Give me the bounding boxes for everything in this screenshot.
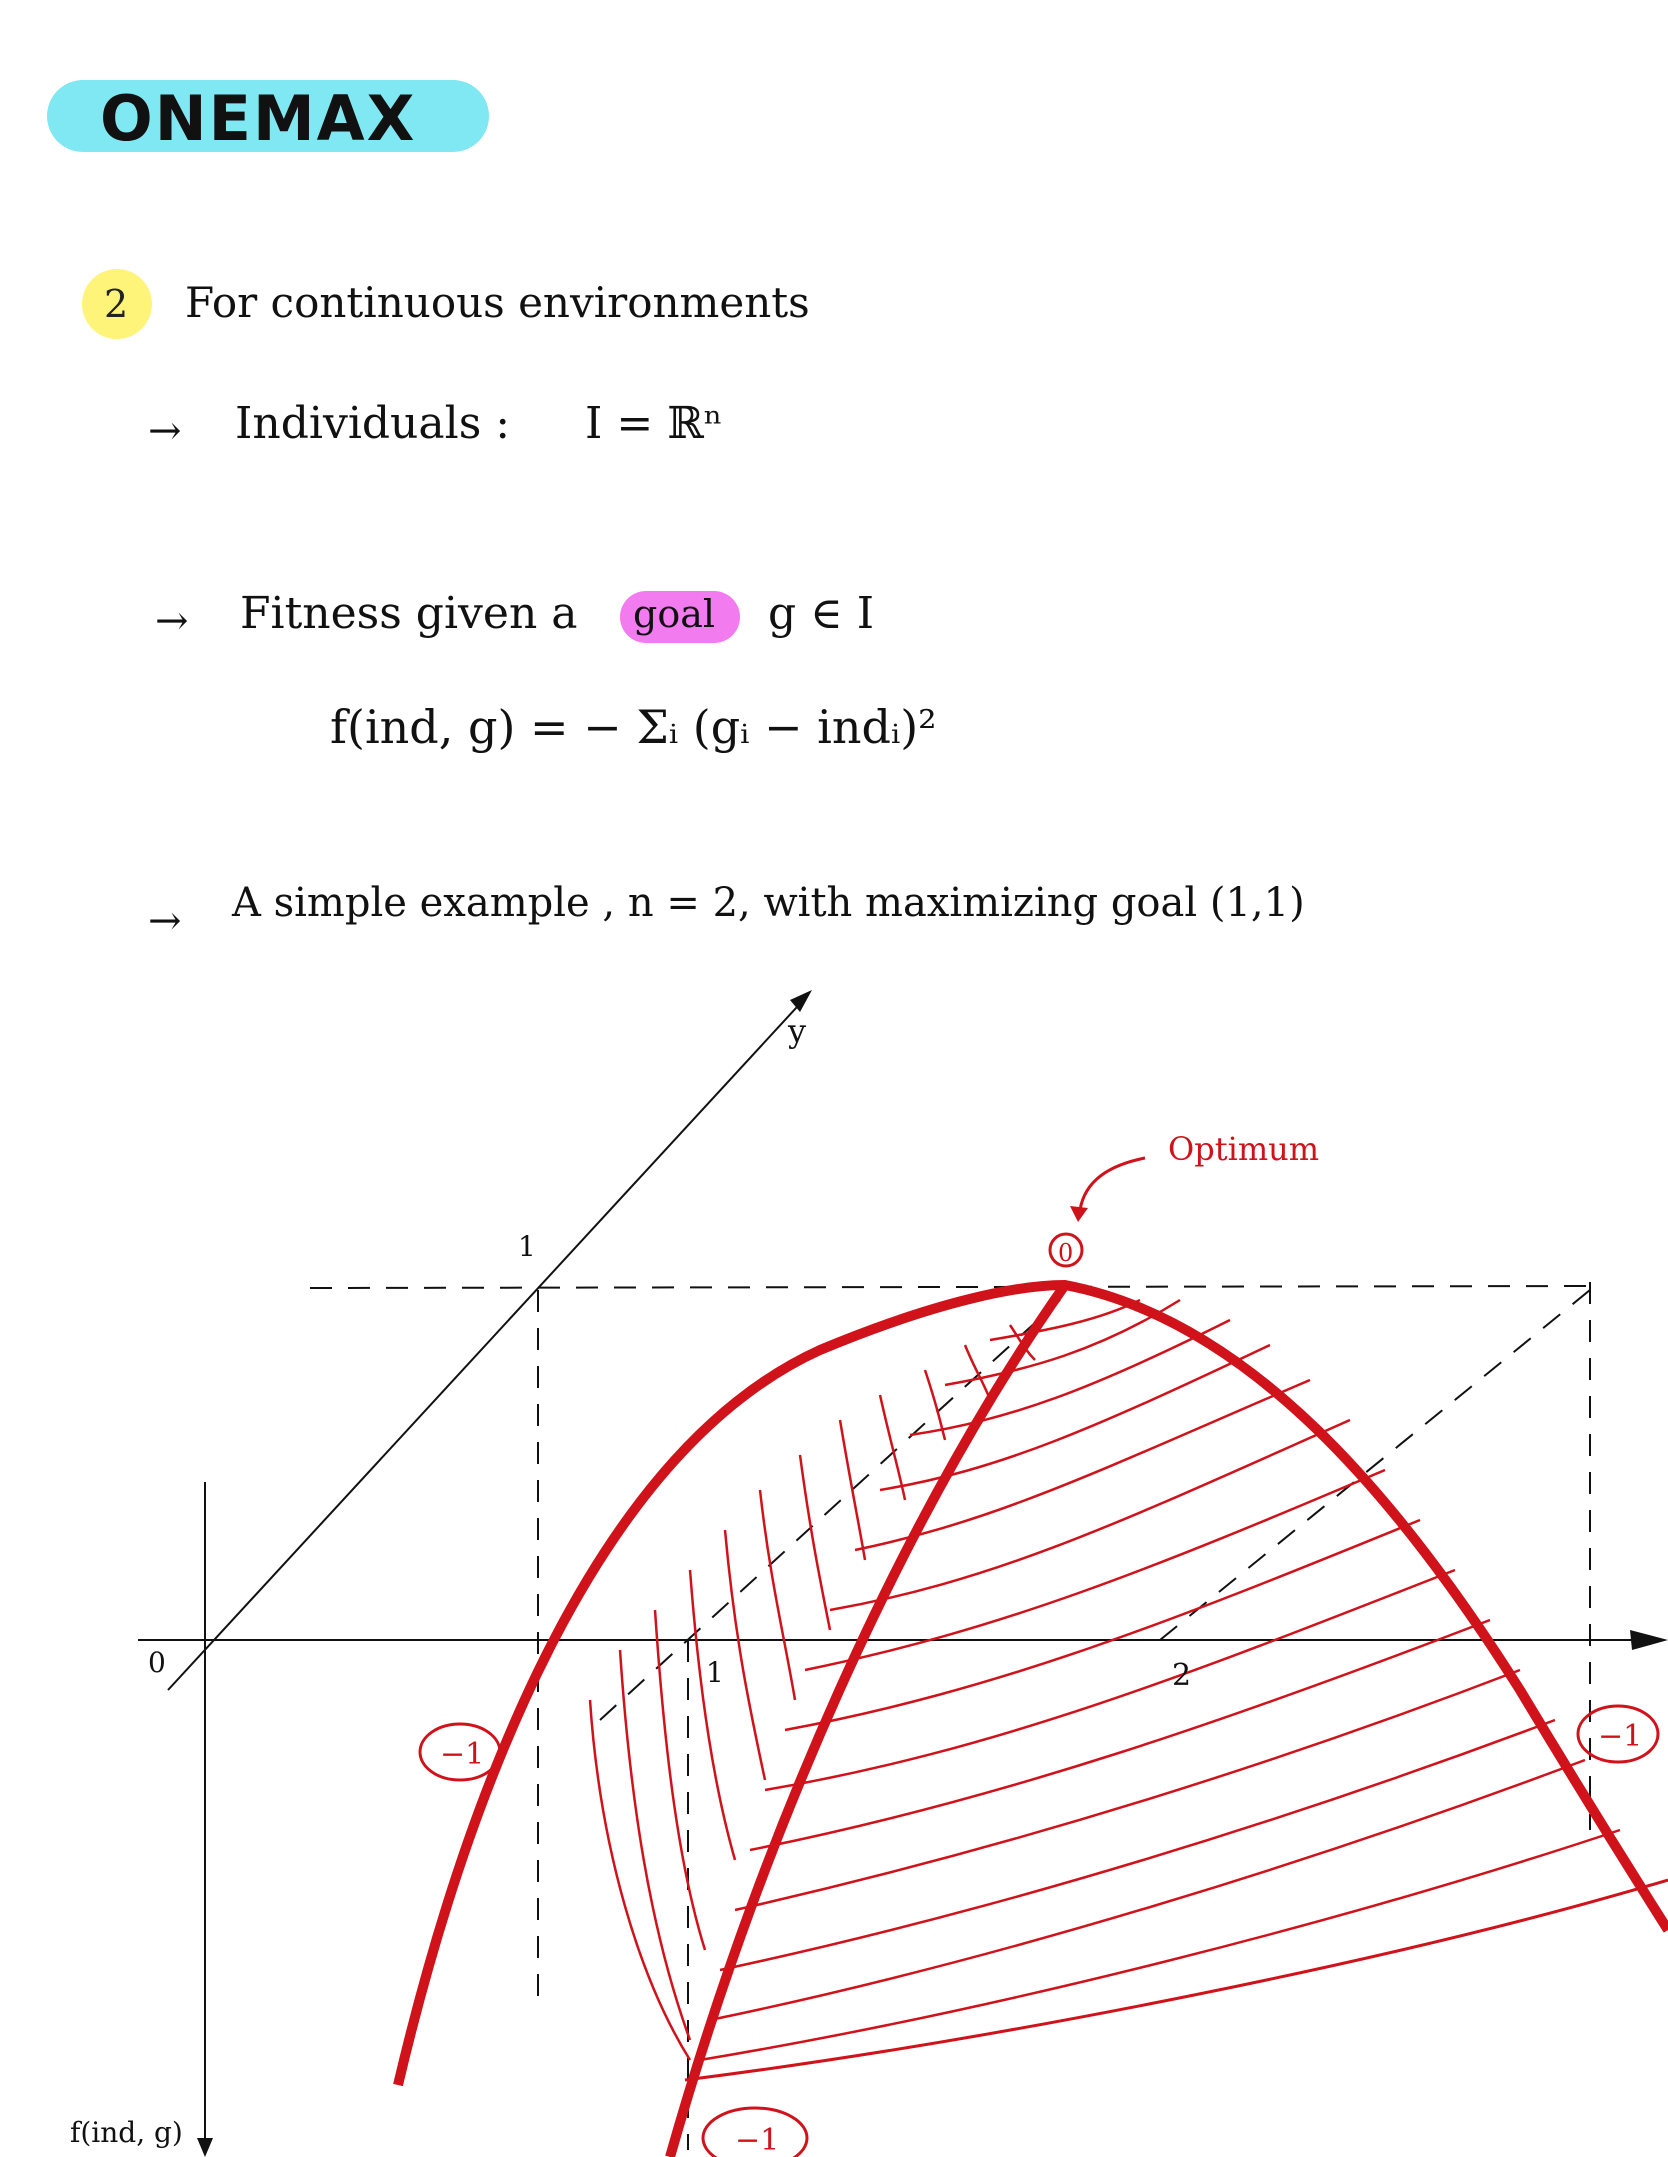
bullet-arrow-icon: → [155, 598, 189, 644]
fitness-surface [393, 1156, 1668, 2157]
corner-left-marker-icon [418, 1722, 502, 1782]
x-tick-1-label: 1 [706, 1656, 724, 1689]
section-heading: For continuous environments [185, 278, 810, 327]
y-axis [167, 994, 809, 1691]
optimum-value: 0 [1058, 1239, 1073, 1267]
axes [138, 990, 1668, 2157]
guide-lines [309, 1282, 1601, 2150]
y-tick-label: 1 [518, 1230, 536, 1263]
optimum-label: Optimum [1168, 1130, 1319, 1168]
section-number: 2 [104, 282, 129, 326]
x-tick-2-label: 2 [1172, 1658, 1191, 1693]
fitness-suffix: g ∈ I [768, 588, 875, 639]
corner-right-marker-icon [1576, 1704, 1660, 1764]
y-axis-label: y [787, 1012, 806, 1050]
individuals-formula: I = ℝⁿ [585, 398, 723, 449]
optimum-arrow-icon [1070, 1206, 1088, 1222]
fitness-goal-word: goal [633, 592, 716, 636]
bullet-arrow-icon: → [148, 408, 182, 454]
example-text: A simple example , n = 2, with maximizin… [232, 880, 1305, 926]
corner-left-value: −1 [440, 1737, 484, 1772]
origin-label: 0 [148, 1646, 166, 1679]
fitness-prefix: Fitness given a [240, 588, 578, 639]
corner-bottom-marker-icon [701, 2106, 809, 2157]
title-highlight [47, 80, 489, 152]
y-axis-arrow-icon [790, 990, 812, 1012]
optimum-marker-icon [1048, 1232, 1084, 1268]
individuals-label: Individuals : [235, 398, 511, 449]
f-axis-arrow-icon [197, 2138, 213, 2157]
goal-highlight [620, 591, 740, 643]
section-number-badge [82, 269, 152, 339]
f-axis-label: f(ind, g) [70, 2116, 183, 2149]
fitness-formula: f(ind, g) = − Σᵢ (gᵢ − indᵢ)² [330, 700, 937, 754]
corner-bottom-value: −1 [735, 2123, 779, 2157]
corner-right-value: −1 [1598, 1719, 1642, 1754]
bullet-arrow-icon: → [148, 898, 182, 944]
page-title: ONEMAX [100, 82, 417, 155]
x-axis-arrow-icon [1630, 1630, 1668, 1650]
